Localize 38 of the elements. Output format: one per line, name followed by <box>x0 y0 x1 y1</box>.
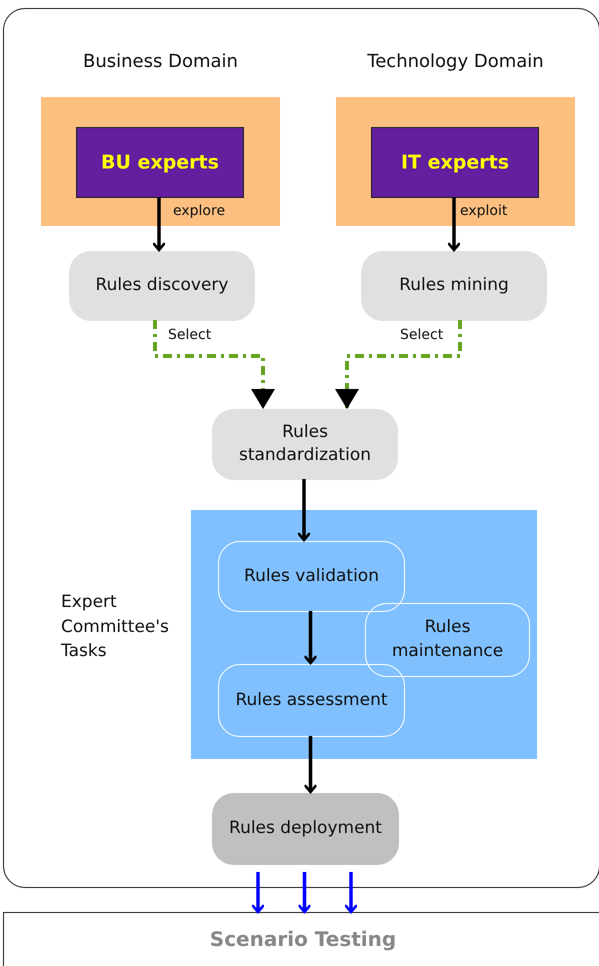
box-label: Rules deployment <box>228 817 383 840</box>
stage-box <box>3 912 599 966</box>
box-label: Rules standardization <box>238 420 372 468</box>
edge-label: exploit <box>460 203 508 219</box>
task-box <box>365 603 530 677</box>
arrow <box>298 479 310 542</box>
box-label: IT experts <box>400 150 510 176</box>
box-label: Rules maintenance <box>390 616 504 663</box>
box-label: Rules validation <box>243 564 380 588</box>
arrow <box>152 197 166 252</box>
arrow <box>304 611 317 664</box>
arrow <box>335 320 462 409</box>
process-box <box>212 793 399 865</box>
arrow <box>252 872 264 914</box>
edge-label: explore <box>173 203 226 219</box>
arrow <box>298 872 311 914</box>
edge-label: Select <box>168 327 212 343</box>
box-label: Rules assessment <box>234 688 389 712</box>
box-label: Scenario Testing <box>208 926 398 953</box>
edge-label: Select <box>400 327 444 343</box>
group-caption: Expert Committee's Tasks <box>61 591 170 664</box>
arrow <box>304 736 317 794</box>
task-box <box>218 664 405 737</box>
domain-heading: Technology Domain <box>366 50 545 74</box>
box-label: BU experts <box>100 150 220 176</box>
arrow <box>448 197 460 252</box>
box-label: Rules mining <box>398 274 510 298</box>
group-box <box>371 127 539 198</box>
domain-heading: Business Domain <box>82 50 239 74</box>
process-box <box>361 251 547 321</box>
arrow <box>153 320 275 409</box>
task-box <box>218 541 405 612</box>
group-box <box>76 127 244 198</box>
arrow <box>344 872 358 914</box>
box-label: Rules discovery <box>94 274 230 298</box>
process-box <box>212 409 398 480</box>
process-box <box>69 251 255 321</box>
domain-frame <box>3 8 599 888</box>
